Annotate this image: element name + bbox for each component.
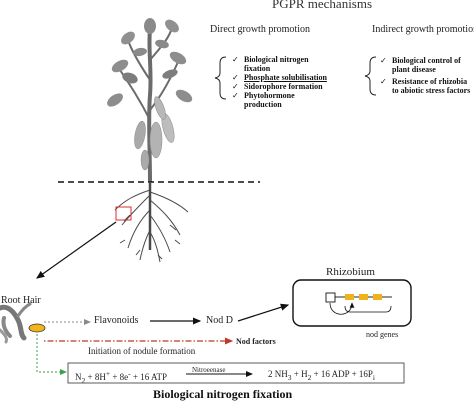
- products-text: 2 NH3 + H2 + 16 ADP + 16Pi: [268, 369, 376, 382]
- indirect-item-2: Resistance of rhizobia to abiotic stress…: [380, 77, 472, 95]
- flavonoids-label: Flavonoids: [94, 315, 139, 326]
- indirect-list: Biological control of plant disease Resi…: [380, 56, 472, 95]
- equation-products: 2 NH3 + H2 + 16 ADP + 16Pi: [268, 369, 375, 382]
- nod-gene-cluster: [345, 294, 392, 300]
- nod-genes-label: nod genes: [366, 330, 399, 339]
- initiation-label: Initiation of nodule formation: [88, 346, 196, 356]
- equation-box: [67, 362, 405, 384]
- indirect-heading: Indirect growth promotion: [372, 24, 474, 35]
- plant-illustration: [107, 18, 193, 183]
- root-hair-illustration: [0, 302, 46, 344]
- reactants-text: N2 + 8H+ + 8e- + 16 ATP: [75, 369, 167, 385]
- caption: Biological nitrogen fixation: [153, 387, 293, 401]
- direct-item-1: Biological nitrogen fixation: [232, 55, 336, 73]
- nitrogenase-label: Nitroeenase: [192, 366, 226, 374]
- rhizobium-label: Rhizobium: [326, 266, 375, 278]
- direct-heading: Direct growth promotion: [210, 24, 310, 35]
- rhizobium-arrow: [237, 303, 290, 322]
- indirect-brace: [364, 56, 377, 96]
- nod-d-gene-box: [325, 292, 336, 303]
- direct-list: Biological nitrogen fixation Phosphate s…: [232, 55, 352, 109]
- zoom-arrow: [36, 221, 117, 279]
- nod-gene-bracket: [344, 305, 392, 313]
- direct-brace: [214, 56, 227, 100]
- fixation-arrow: [36, 334, 67, 375]
- indirect-item-1: Biological control of plant disease: [380, 56, 472, 74]
- equation-reactants: N2 + 8H+ + 8e- + 16 ATP: [75, 369, 167, 385]
- diagram-title: PGPR mechanisms: [272, 0, 373, 11]
- nod-d-label: Nod D: [206, 315, 233, 326]
- root-hair-label: Root Hair: [1, 295, 41, 306]
- root-system: [114, 182, 189, 263]
- zoom-box: [115, 206, 132, 221]
- direct-item-3: Sidorophore formation: [232, 82, 352, 91]
- nodule: [28, 323, 46, 333]
- direct-item-2: Phosphate solubilisation: [232, 73, 352, 82]
- activation-arrow: [329, 302, 355, 315]
- nod-factors-label: Nod factors: [236, 337, 276, 346]
- direct-item-4: Phytohormone production: [232, 91, 322, 109]
